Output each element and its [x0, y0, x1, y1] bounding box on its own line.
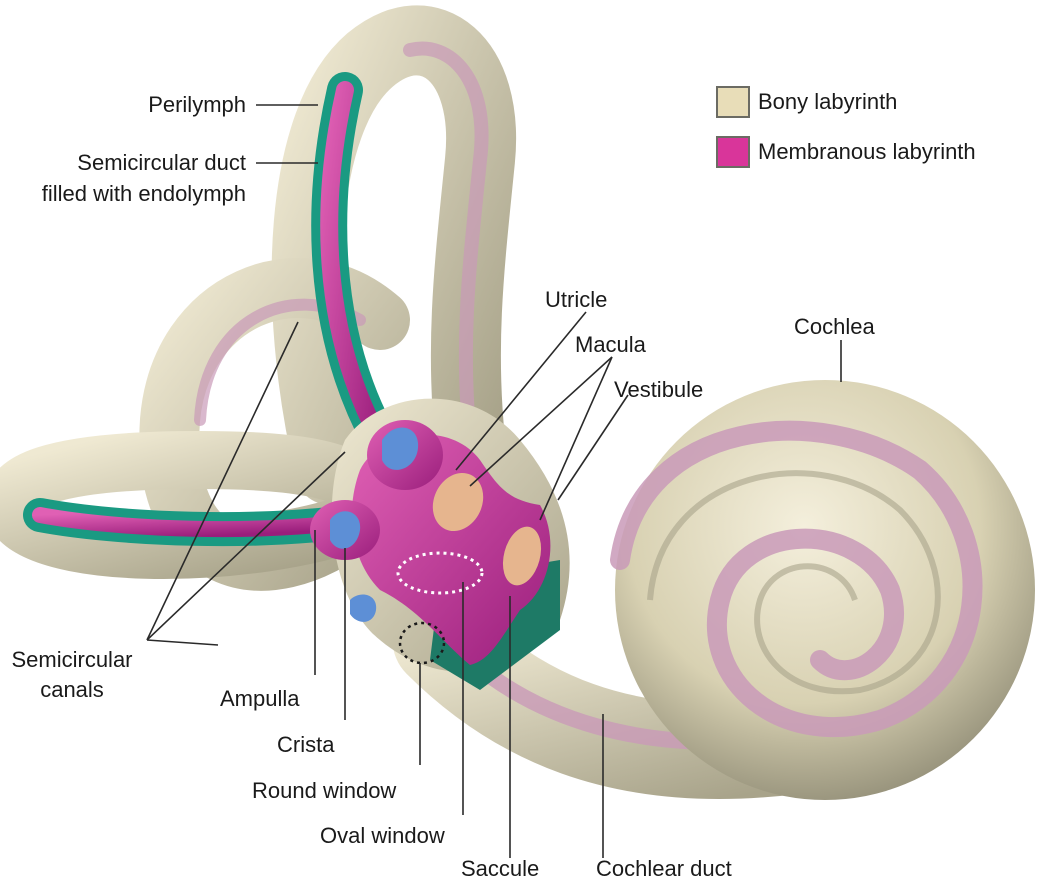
superior-canal-duct	[320, 81, 389, 449]
cochlea-spiral-stripe	[610, 420, 983, 738]
crista-lower	[330, 511, 361, 549]
label-utricle: Utricle	[545, 287, 608, 312]
legend-label-membranous: Membranous labyrinth	[758, 139, 976, 164]
label-perilymph: Perilymph	[148, 92, 246, 117]
legend-swatch-bony	[716, 86, 750, 118]
label-crista: Crista	[277, 732, 335, 757]
label-semicircular-duct-1: Semicircular duct	[77, 150, 246, 175]
round-window-outline	[398, 621, 446, 665]
label-macula: Macula	[575, 332, 646, 357]
label-saccule: Saccule	[461, 856, 540, 881]
macula-saccule	[502, 526, 542, 586]
cochlea-spiral-groove	[647, 470, 941, 695]
legend-label-bony: Bony labyrinth	[758, 89, 898, 114]
legend-swatch-membranous	[716, 136, 750, 168]
label-semicircular-duct-2: filled with endolymph	[41, 181, 246, 206]
crista-posterior	[350, 594, 377, 622]
label-semicircular-canals-1: Semicircular	[11, 647, 133, 672]
oval-window-outline	[396, 551, 484, 595]
label-round-window: Round window	[252, 778, 397, 803]
label-semicircular-canals-2: canals	[40, 677, 104, 702]
crista-upper	[382, 427, 419, 470]
utricle-saccule	[351, 434, 551, 665]
leader-lines	[146, 104, 842, 858]
label-cochlear-duct: Cochlear duct	[596, 856, 732, 881]
horizontal-canal	[0, 430, 399, 579]
label-vestibule: Vestibule	[614, 377, 704, 402]
macula-utricle	[432, 472, 484, 532]
label-ampulla: Ampulla	[220, 686, 300, 711]
superior-canal-stripe	[403, 41, 489, 447]
label-cochlea: Cochlea	[794, 314, 875, 339]
label-oval-window: Oval window	[320, 823, 445, 848]
